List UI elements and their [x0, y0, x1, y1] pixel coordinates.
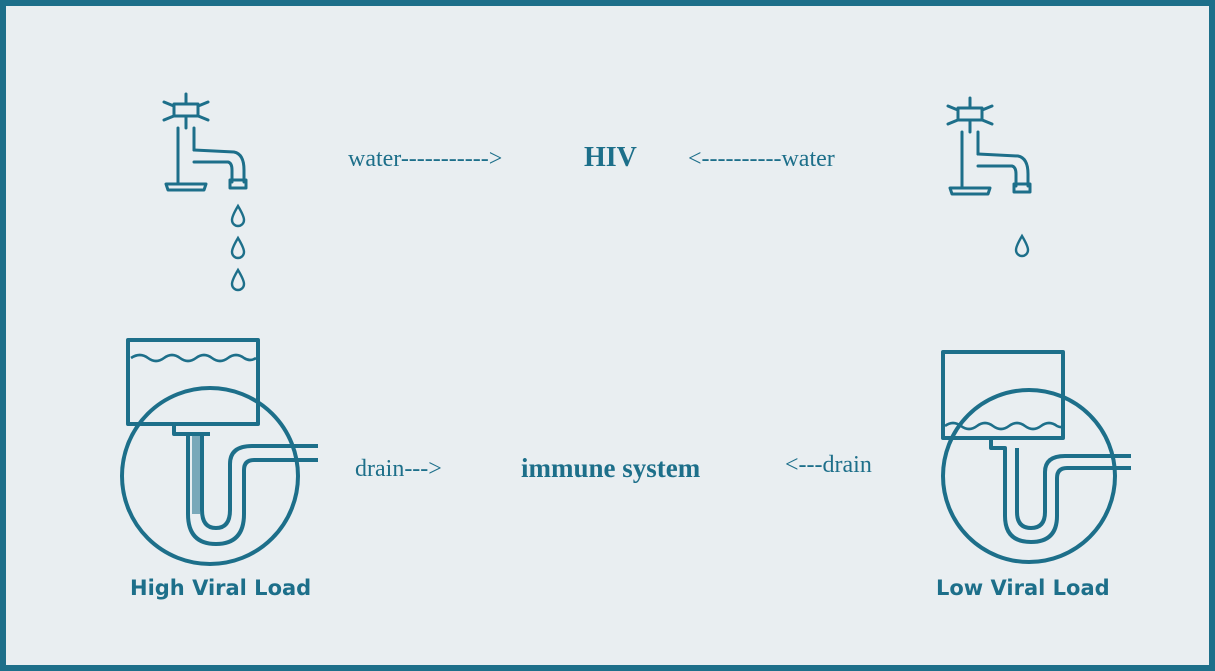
- drain-arrow-left-label: drain--->: [355, 456, 442, 483]
- water-arrow-right-label: <----------water: [688, 146, 835, 173]
- sink-full-icon: [118, 338, 318, 578]
- faucet-icon-left: [144, 90, 264, 200]
- high-viral-load-caption: High Viral Load: [130, 576, 311, 600]
- water-arrow-left-label: water----------->: [348, 146, 502, 173]
- faucet-icon-right: [928, 94, 1048, 204]
- water-drop-icon-right: [1012, 234, 1032, 264]
- sink-draining-icon: [931, 346, 1131, 576]
- drain-arrow-right-label: <---drain: [785, 452, 872, 479]
- low-viral-load-caption: Low Viral Load: [936, 576, 1110, 600]
- hiv-label: HIV: [584, 142, 637, 174]
- immune-system-label: immune system: [521, 453, 700, 484]
- water-drops-icon-left: [228, 204, 248, 304]
